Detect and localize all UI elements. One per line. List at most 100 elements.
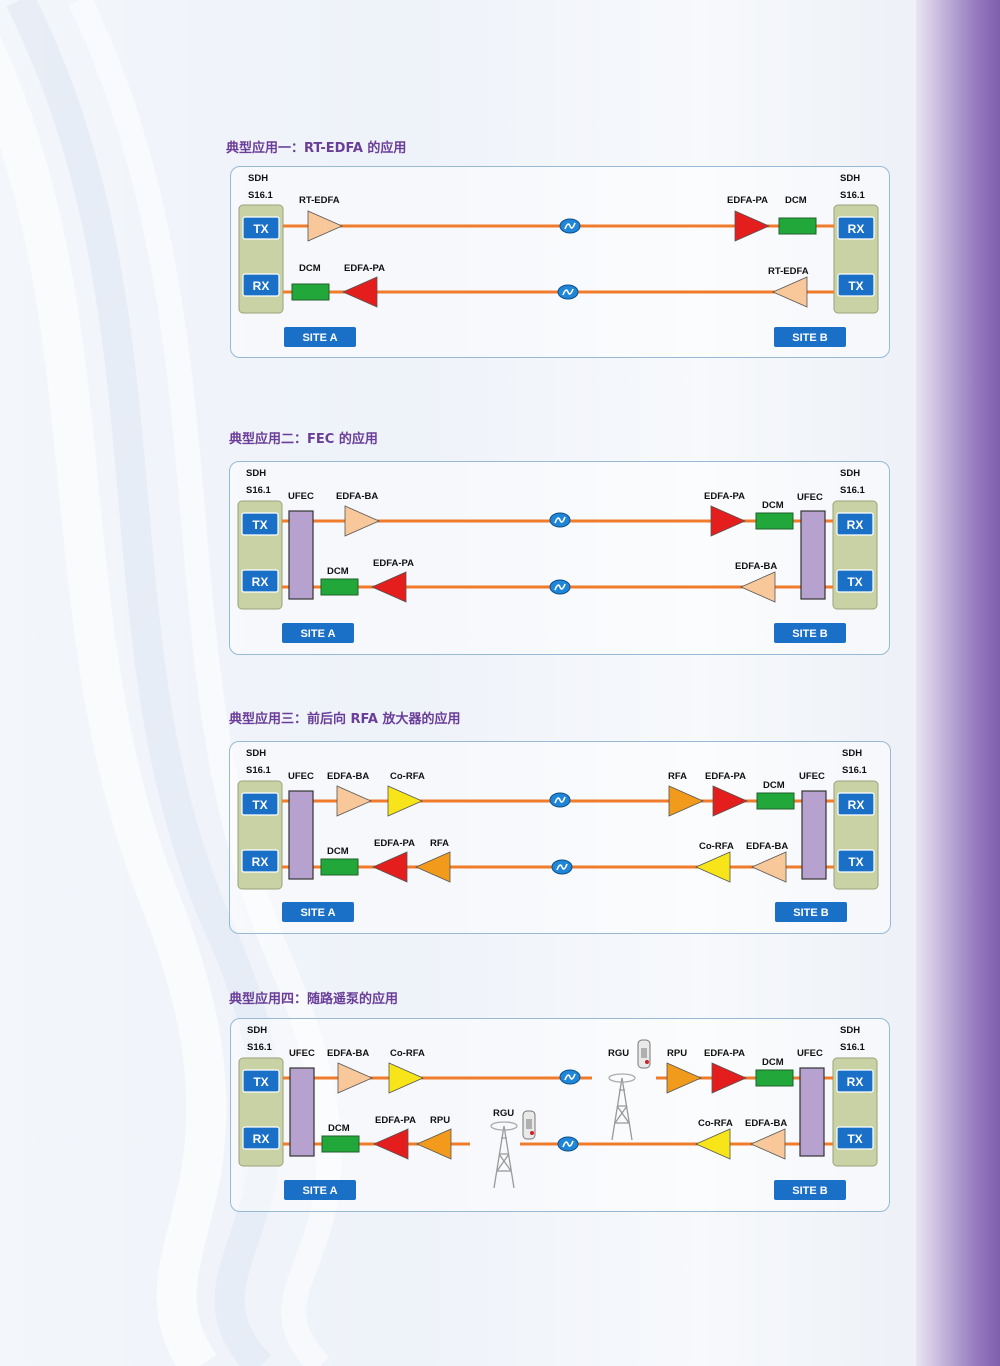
d3-label-co-rfa-bottom: Co-RFA bbox=[699, 841, 734, 852]
d3-label-edfa-ba-top: EDFA-BA bbox=[327, 771, 369, 782]
d3-edfa-pa-top bbox=[712, 785, 748, 817]
d3-label-edfa-pa-top: EDFA-PA bbox=[705, 771, 746, 782]
d1-label-edfa-pa-bottom: EDFA-PA bbox=[344, 263, 385, 274]
d1-site-b-button bbox=[774, 327, 846, 347]
d2-site-a-button bbox=[282, 623, 354, 643]
background-waves bbox=[6, 0, 283, 1366]
d4-label-co-rfa-bottom: Co-RFA bbox=[698, 1118, 733, 1129]
d4-dcm-top bbox=[755, 1069, 794, 1087]
d2-ufec-a bbox=[288, 510, 314, 600]
d4-label-rgu-top: RGU bbox=[608, 1048, 629, 1059]
d4-rgu-unit-icon-top-panel bbox=[641, 1048, 647, 1058]
decorative-side-strip bbox=[916, 0, 1000, 1366]
d1-s161-b: S16.1 bbox=[840, 190, 866, 201]
d3-ufec-b bbox=[801, 790, 827, 880]
d2-site-b-port-top-label: RX bbox=[847, 518, 864, 532]
d2-fiber-span-icon-bottom-wave bbox=[554, 583, 566, 591]
d4-ufec-b bbox=[799, 1067, 825, 1157]
d2-fiber-span-icon-top-wave bbox=[554, 516, 566, 524]
d1-site-a-port-bottom bbox=[242, 273, 280, 297]
d3-site-a-port-top-label: TX bbox=[252, 798, 267, 812]
d2-site-a-port-bottom bbox=[241, 569, 279, 593]
d3-fiber-span-icon-top-wave bbox=[554, 796, 566, 804]
d3-fiber-span-icon-bottom-wave bbox=[556, 863, 568, 871]
d1-edfa-pa-top bbox=[734, 210, 770, 242]
d3-sdh-b: SDH bbox=[842, 748, 862, 759]
d1-label-dcm-top: DCM bbox=[785, 195, 807, 206]
d4-label-dcm-bottom: DCM bbox=[328, 1123, 350, 1134]
d4-ufec-a bbox=[289, 1067, 315, 1157]
d3-edfa-ba-bottom bbox=[751, 851, 787, 883]
d4-sdh-b: SDH bbox=[840, 1025, 860, 1036]
d4-tower-icon-top bbox=[611, 1077, 633, 1141]
d4-fiber-span-icon-top-wave bbox=[564, 1073, 576, 1081]
d4-label-edfa-pa-top: EDFA-PA bbox=[704, 1048, 745, 1059]
d2-edfa-pa-top bbox=[710, 505, 746, 537]
d4-site-b-port-top-label: RX bbox=[847, 1075, 864, 1089]
d4-s161-b: S16.1 bbox=[840, 1042, 866, 1053]
d3-s161-b: S16.1 bbox=[842, 765, 868, 776]
d3-label-dcm-bottom: DCM bbox=[327, 846, 349, 857]
d1-label-edfa-pa-top: EDFA-PA bbox=[727, 195, 768, 206]
d3-co-rfa-top bbox=[387, 785, 423, 817]
d3-dcm-bottom bbox=[320, 858, 359, 876]
d1-site-a-port-bottom-label: RX bbox=[253, 279, 270, 293]
d2-label-edfa-ba-bottom: EDFA-BA bbox=[735, 561, 777, 572]
d1-site-b-port-top-label: RX bbox=[848, 222, 865, 236]
d1-site-b-button-label: SITE B bbox=[792, 332, 828, 344]
section-title-3: 典型应用三：前后向 RFA 放大器的应用 bbox=[229, 712, 461, 727]
d4-rgu-unit-icon-bottom-panel bbox=[526, 1119, 532, 1129]
d4-site-a-port-top bbox=[242, 1069, 280, 1093]
d3-s161-a: S16.1 bbox=[246, 765, 272, 776]
d3-site-a-port-bottom bbox=[241, 849, 279, 873]
d4-site-a-port-top-label: TX bbox=[253, 1075, 268, 1089]
d4-edfa-pa-bottom bbox=[373, 1128, 409, 1160]
d3-site-a-button bbox=[282, 902, 354, 922]
diagram-panel-4 bbox=[230, 1018, 890, 1212]
d3-label-edfa-ba-bottom: EDFA-BA bbox=[746, 841, 788, 852]
d3-site-b-port-bottom bbox=[837, 849, 875, 873]
d2-site-b-port-top bbox=[836, 512, 874, 536]
d3-site-b-port-bottom-label: TX bbox=[848, 855, 863, 869]
d4-label-dcm-top: DCM bbox=[762, 1057, 784, 1068]
d4-label-rpu-bottom: RPU bbox=[430, 1115, 450, 1126]
d3-edfa-pa-bottom bbox=[372, 851, 408, 883]
d1-sdh-a: SDH bbox=[248, 173, 268, 184]
d1-label-rt-edfa-top: RT-EDFA bbox=[299, 195, 340, 206]
d2-s161-a: S16.1 bbox=[246, 485, 272, 496]
d1-sdh-b: SDH bbox=[840, 173, 860, 184]
d2-site-a-port-bottom-label: RX bbox=[252, 575, 269, 589]
d4-rpu-top bbox=[666, 1062, 702, 1094]
d4-sdh-a: SDH bbox=[247, 1025, 267, 1036]
d3-site-b-port-top-label: RX bbox=[848, 798, 865, 812]
d2-sdh-a: SDH bbox=[246, 468, 266, 479]
d1-rt-edfa-top bbox=[307, 210, 343, 242]
d2-edfa-pa-bottom bbox=[371, 571, 407, 603]
d2-edfa-ba-bottom bbox=[740, 571, 776, 603]
d1-site-a-port-top-label: TX bbox=[253, 222, 268, 236]
d4-label-co-rfa-top: Co-RFA bbox=[390, 1048, 425, 1059]
d2-dcm-bottom bbox=[320, 578, 359, 596]
diagram-panel-2 bbox=[229, 461, 890, 655]
d3-label-ufec-a: UFEC bbox=[288, 771, 314, 782]
d2-site-b-port-bottom bbox=[836, 569, 874, 593]
d1-site-b-port-bottom bbox=[837, 273, 875, 297]
d3-dcm-top bbox=[756, 792, 795, 810]
d3-label-rfa-top: RFA bbox=[668, 771, 687, 782]
d4-rgu-unit-icon-bottom-led bbox=[530, 1131, 534, 1135]
d4-site-b-button-label: SITE B bbox=[792, 1185, 828, 1197]
d3-label-dcm-top: DCM bbox=[763, 780, 785, 791]
d4-site-a-port-bottom bbox=[242, 1126, 280, 1150]
d4-dcm-bottom bbox=[321, 1135, 360, 1153]
d4-label-ufec-b: UFEC bbox=[797, 1048, 823, 1059]
d4-rpu-bottom bbox=[416, 1128, 452, 1160]
d4-edfa-pa-top bbox=[711, 1062, 747, 1094]
d2-site-b-port-bottom-label: TX bbox=[847, 575, 862, 589]
d4-site-b-port-top bbox=[836, 1069, 874, 1093]
d4-edfa-ba-bottom bbox=[750, 1128, 786, 1160]
d2-sdh-b: SDH bbox=[840, 468, 860, 479]
d3-site-a-port-bottom-label: RX bbox=[252, 855, 269, 869]
d3-sdh-a: SDH bbox=[246, 748, 266, 759]
